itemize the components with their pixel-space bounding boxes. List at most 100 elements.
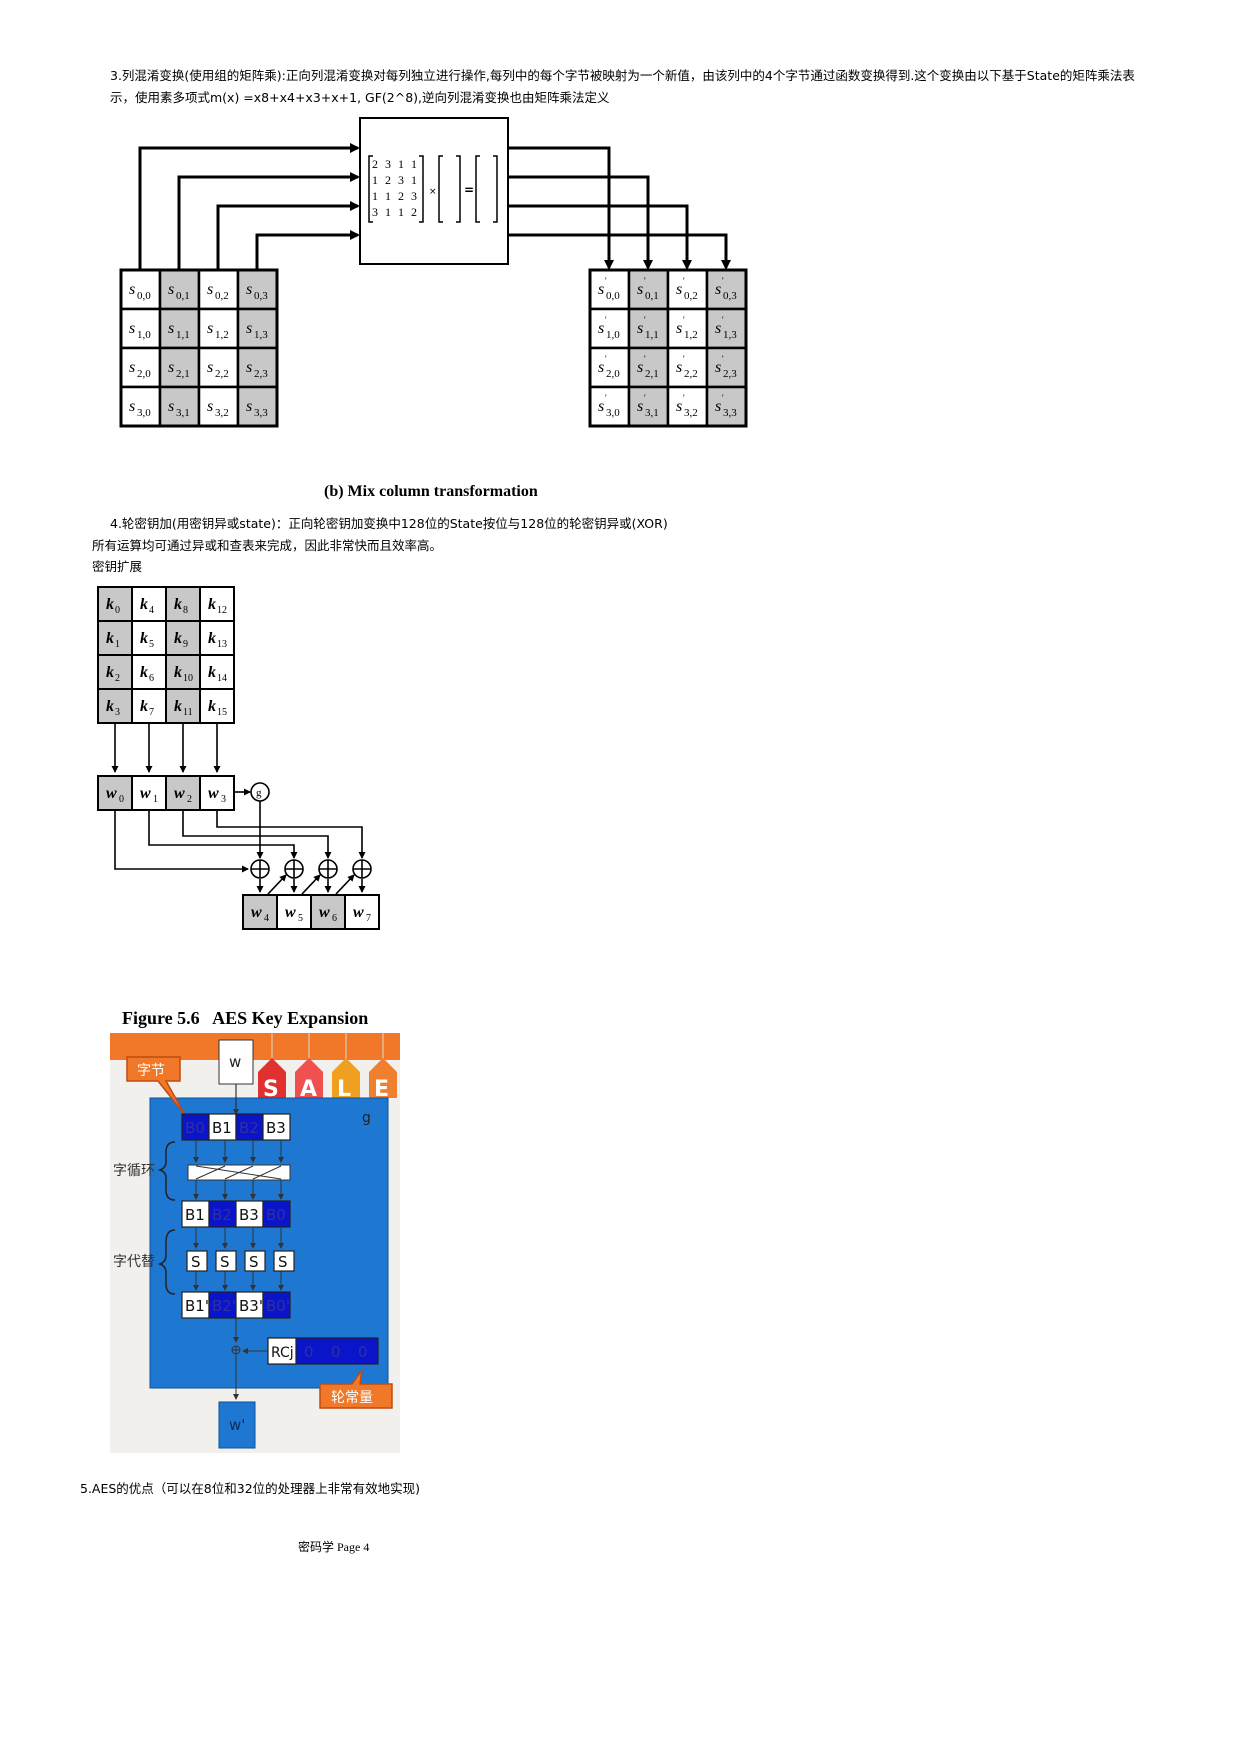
prime-mark: '	[722, 393, 724, 403]
key-subscript: 6	[149, 673, 154, 684]
state-subscript: 0,3	[254, 290, 268, 302]
row3-bytes: B1'B2'B3'B0'	[181, 1291, 291, 1319]
key-cell	[97, 620, 133, 656]
state-subscript: 1,3	[254, 329, 268, 341]
orange-banner	[110, 1033, 400, 1060]
key-symbol: k	[208, 664, 216, 681]
byte-cell	[235, 1200, 264, 1228]
key-subscript: 11	[183, 707, 193, 718]
key-symbol: k	[174, 664, 182, 681]
w-input-label: w	[229, 1053, 241, 1071]
state-subscript: 0,2	[684, 290, 698, 302]
state-subscript: 0,0	[606, 290, 620, 302]
section5-line1: 5.AES的优点（可以在8位和32位的处理器上非常有效地实现)	[80, 1481, 421, 1496]
state-symbol: s	[715, 281, 721, 298]
prime-mark: '	[722, 276, 724, 286]
byte-cell	[181, 1200, 210, 1228]
input-arrow-col3	[255, 230, 360, 270]
key-subscript: 0	[115, 605, 120, 616]
state-subscript: 3,3	[723, 407, 737, 419]
word-subscript: 3	[221, 794, 226, 805]
matrix-entry: 2	[398, 189, 404, 203]
state-cell	[705, 346, 748, 389]
sbox-cell	[215, 1250, 237, 1272]
state-symbol: s	[168, 398, 174, 415]
prime-mark: '	[605, 315, 607, 325]
matrix-entry: 2	[372, 157, 378, 171]
state-subscript: 0,0	[137, 290, 151, 302]
state-cell	[666, 346, 709, 389]
state-subscript: 0,1	[176, 290, 190, 302]
key-subscript: 3	[115, 707, 120, 718]
byte-cell	[262, 1113, 291, 1141]
key-subscript: 12	[217, 605, 227, 616]
byte-cell	[235, 1291, 264, 1319]
key-cell	[199, 688, 235, 724]
rc-label: RCj	[271, 1345, 294, 1361]
matrix-entry: 1	[372, 173, 378, 187]
sale-tag	[258, 1058, 286, 1098]
key-subscript: 8	[183, 605, 188, 616]
section3-line1: 3.列混淆变换(使用组的矩阵乘):正向列混淆变换对每列独立进行操作,每列中的每个…	[110, 68, 1135, 83]
key-symbol: k	[140, 698, 148, 715]
word-subscript: 2	[187, 794, 192, 805]
key-symbol: k	[106, 596, 114, 613]
byte-label: B2	[239, 1119, 259, 1137]
matrix-entry: 1	[411, 157, 417, 171]
key-symbol: k	[208, 698, 216, 715]
state-symbol: s	[676, 320, 682, 337]
state-subscript: 1,1	[176, 329, 190, 341]
key-symbol: k	[174, 698, 182, 715]
g-box-label: g	[362, 1110, 371, 1126]
state-symbol: s	[129, 359, 135, 376]
byte-label: B0'	[266, 1297, 290, 1315]
output-arrow-col0	[508, 146, 614, 270]
state-subscript: 3,2	[215, 407, 229, 419]
byte-label: B0	[185, 1119, 205, 1137]
matrix-right-bracket	[419, 155, 424, 223]
word-subscript: 6	[332, 913, 337, 924]
equals-sign: =	[464, 183, 474, 197]
sbox-label: S	[249, 1253, 259, 1271]
key-symbol: k	[140, 596, 148, 613]
state-subscript: 3,1	[176, 407, 190, 419]
prime-mark: '	[683, 354, 685, 364]
matrix-entry: 3	[411, 189, 417, 203]
sbox-arrows	[193, 1228, 284, 1291]
state-symbol: s	[246, 281, 252, 298]
times-sign: ×	[429, 187, 437, 197]
word-symbol: w	[319, 904, 330, 921]
state-symbol: s	[129, 320, 135, 337]
rotword-cross	[187, 1140, 291, 1200]
result-vector-bracket-left	[475, 155, 480, 223]
state-symbol: s	[637, 281, 643, 298]
word-cell	[310, 894, 346, 930]
state-cell	[588, 346, 631, 389]
rc-label: 0	[358, 1343, 368, 1361]
key-subscript: 10	[183, 673, 193, 684]
prime-mark: '	[605, 354, 607, 364]
matrix-entry: 3	[372, 205, 378, 219]
rotword-brace	[157, 1141, 176, 1201]
state-symbol: s	[637, 398, 643, 415]
w-input-box	[218, 1039, 254, 1085]
word-symbol: w	[251, 904, 262, 921]
state-subscript: 3,1	[645, 407, 659, 419]
state-symbol: s	[715, 359, 721, 376]
state-symbol: s	[129, 398, 135, 415]
word-subscript: 4	[264, 913, 269, 924]
state-symbol: s	[598, 398, 604, 415]
key-cell	[165, 654, 201, 690]
section3-line2: 示，使用素多项式m(x) =x8+x4+x3+x+1, GF(2^8),逆向列混…	[110, 90, 610, 105]
state-symbol: s	[246, 320, 252, 337]
state-subscript: 2,3	[254, 368, 268, 380]
byte-label: B2	[212, 1206, 232, 1224]
state-symbol: s	[207, 359, 213, 376]
word-subscript: 7	[366, 913, 371, 924]
byte-cell	[208, 1291, 237, 1319]
word-symbol: w	[174, 785, 185, 802]
